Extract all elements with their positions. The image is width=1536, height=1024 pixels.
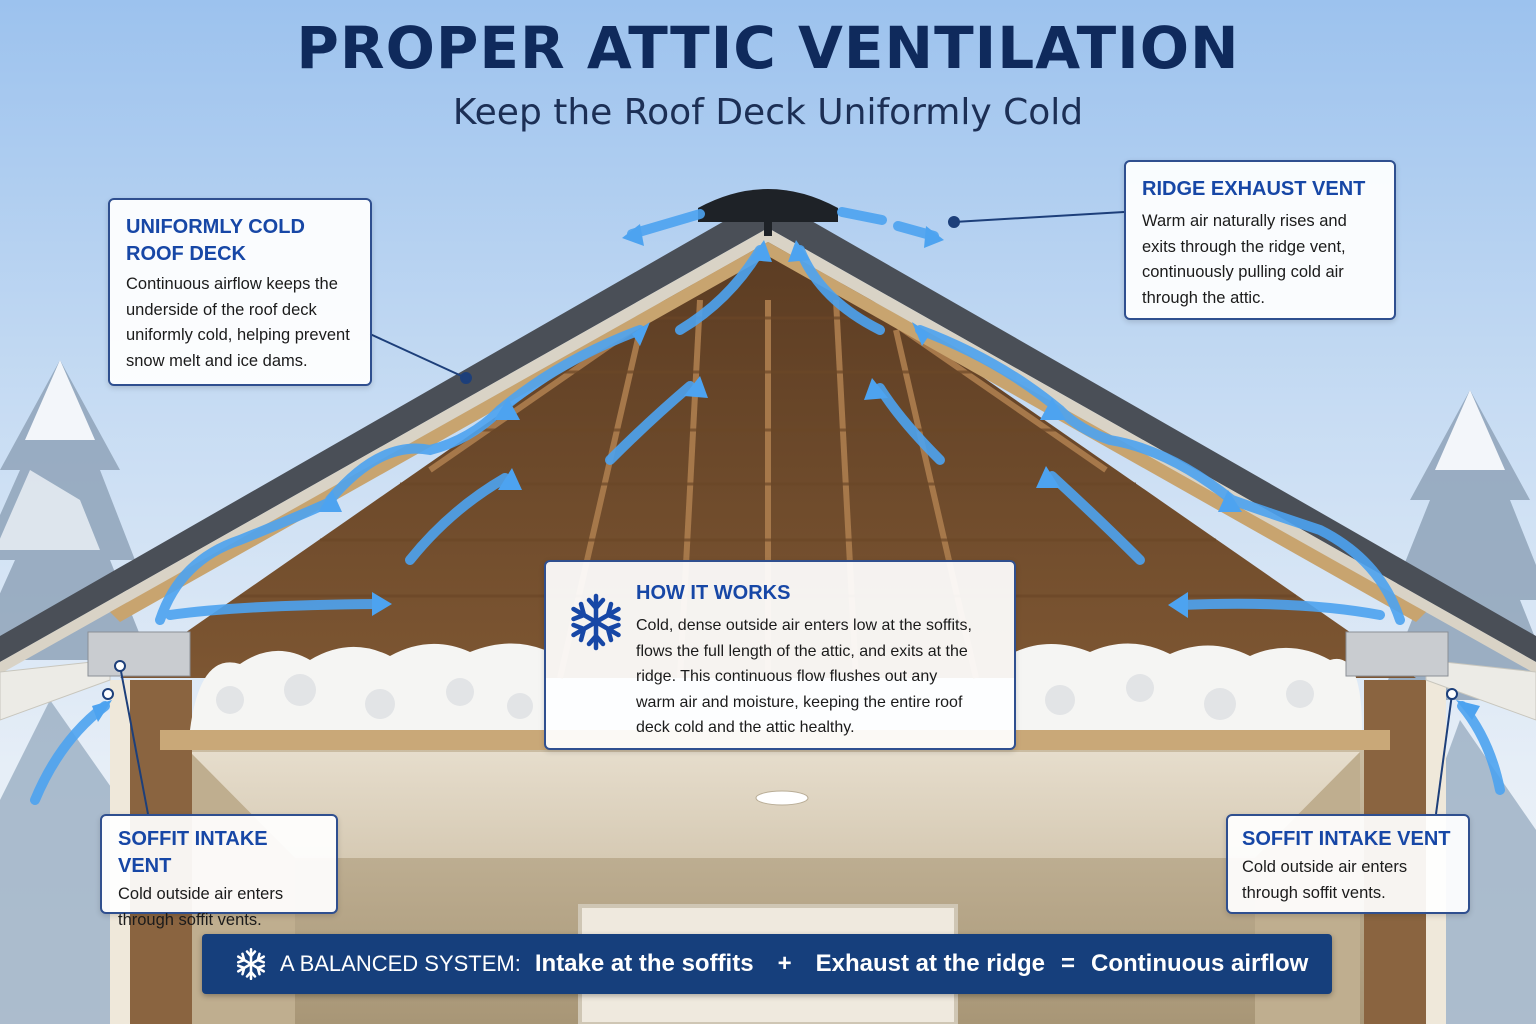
callout-how-it-works-line-5: deck cold and the attic healthy. xyxy=(636,719,855,736)
callout-soffit-left-heading: SOFFIT INTAKE VENT xyxy=(118,828,268,877)
callout-soffit-right-line-1: Cold outside air enters xyxy=(1242,858,1408,876)
callout-soffit-left-line-2: through soffit vents. xyxy=(118,910,262,929)
callout-roof-deck-heading-1: UNIFORMLY COLD xyxy=(126,216,305,238)
airflow-exhaust-right xyxy=(837,207,887,225)
callout-roof-deck: UNIFORMLY COLD ROOF DECK Continuous airf… xyxy=(108,198,372,386)
airflow-arrowheads xyxy=(92,224,1480,722)
callout-soffit-right-line-2: through soffit vents. xyxy=(1242,883,1386,902)
leader-lines xyxy=(102,211,1458,815)
callout-how-it-works-line-4: warm air and moisture, keeping the entir… xyxy=(636,693,963,711)
summary-intake: Intake at the soffits xyxy=(534,950,754,977)
snowflake-icon xyxy=(236,947,266,981)
callout-ridge-vent-heading: RIDGE EXHAUST VENT xyxy=(1142,178,1366,200)
callout-ridge-vent-line-3: continuously pulling cold air xyxy=(1142,263,1344,281)
callout-ridge-vent: RIDGE EXHAUST VENT Warm air naturally ri… xyxy=(1124,160,1396,320)
attic-insulation xyxy=(190,643,1362,730)
page-subtitle: Keep the Roof Deck Uniformly Cold xyxy=(452,92,1084,133)
right-soffit xyxy=(1425,659,1536,721)
airflow-exhaust-left xyxy=(627,209,705,239)
summary-plus: + xyxy=(777,950,792,977)
callout-roof-deck-line-3: uniformly cold, helping prevent xyxy=(126,326,350,344)
page-title: PROPER ATTIC VENTILATION xyxy=(296,14,1240,82)
callout-roof-deck-line-1: Continuous airflow keeps the xyxy=(126,275,338,293)
callout-how-it-works-line-1: Cold, dense outside air enters low at th… xyxy=(636,617,972,634)
callout-how-it-works-line-3: ridge. This continuous flow flushes out … xyxy=(636,668,938,685)
callout-how-it-works: HOW IT WORKS Cold, dense outside air ent… xyxy=(544,560,1016,750)
summary-exhaust: Exhaust at the ridge xyxy=(815,950,1045,977)
snowflake-icon xyxy=(571,593,621,651)
summary-label: A BALANCED SYSTEM: xyxy=(280,951,521,976)
callout-how-it-works-line-2: flows the full length of the attic, and … xyxy=(636,642,968,660)
callout-roof-deck-heading-2: ROOF DECK xyxy=(126,243,246,265)
ceiling-light xyxy=(755,790,809,806)
callout-roof-deck-line-4: snow melt and ice dams. xyxy=(126,351,308,370)
ridge-vent-slot xyxy=(764,222,772,236)
callout-ridge-vent-line-1: Warm air naturally rises and xyxy=(1142,212,1347,230)
callout-ridge-vent-line-4: through the attic. xyxy=(1142,288,1265,307)
summary-result: Continuous airflow xyxy=(1091,950,1309,977)
left-soffit xyxy=(0,659,111,721)
callout-roof-deck-line-2: underside of the roof deck xyxy=(126,300,317,319)
callout-soffit-left: SOFFIT INTAKE VENT Cold outside air ente… xyxy=(100,814,338,929)
callout-ridge-vent-line-2: exits through the ridge vent, xyxy=(1142,237,1346,256)
left-soffit-baffle xyxy=(87,631,191,677)
callout-soffit-right: SOFFIT INTAKE VENT Cold outside air ente… xyxy=(1226,814,1470,914)
callout-soffit-right-heading: SOFFIT INTAKE VENT xyxy=(1242,828,1451,850)
summary-equals: = xyxy=(1060,950,1075,977)
right-soffit-baffle xyxy=(1345,631,1449,677)
callout-how-it-works-heading: HOW IT WORKS xyxy=(636,582,791,604)
callout-soffit-left-line-1: Cold outside air enters xyxy=(118,885,284,903)
summary-bar: A BALANCED SYSTEM: Intake at the soffits… xyxy=(202,934,1332,994)
ridge-vent-cap xyxy=(698,189,838,222)
